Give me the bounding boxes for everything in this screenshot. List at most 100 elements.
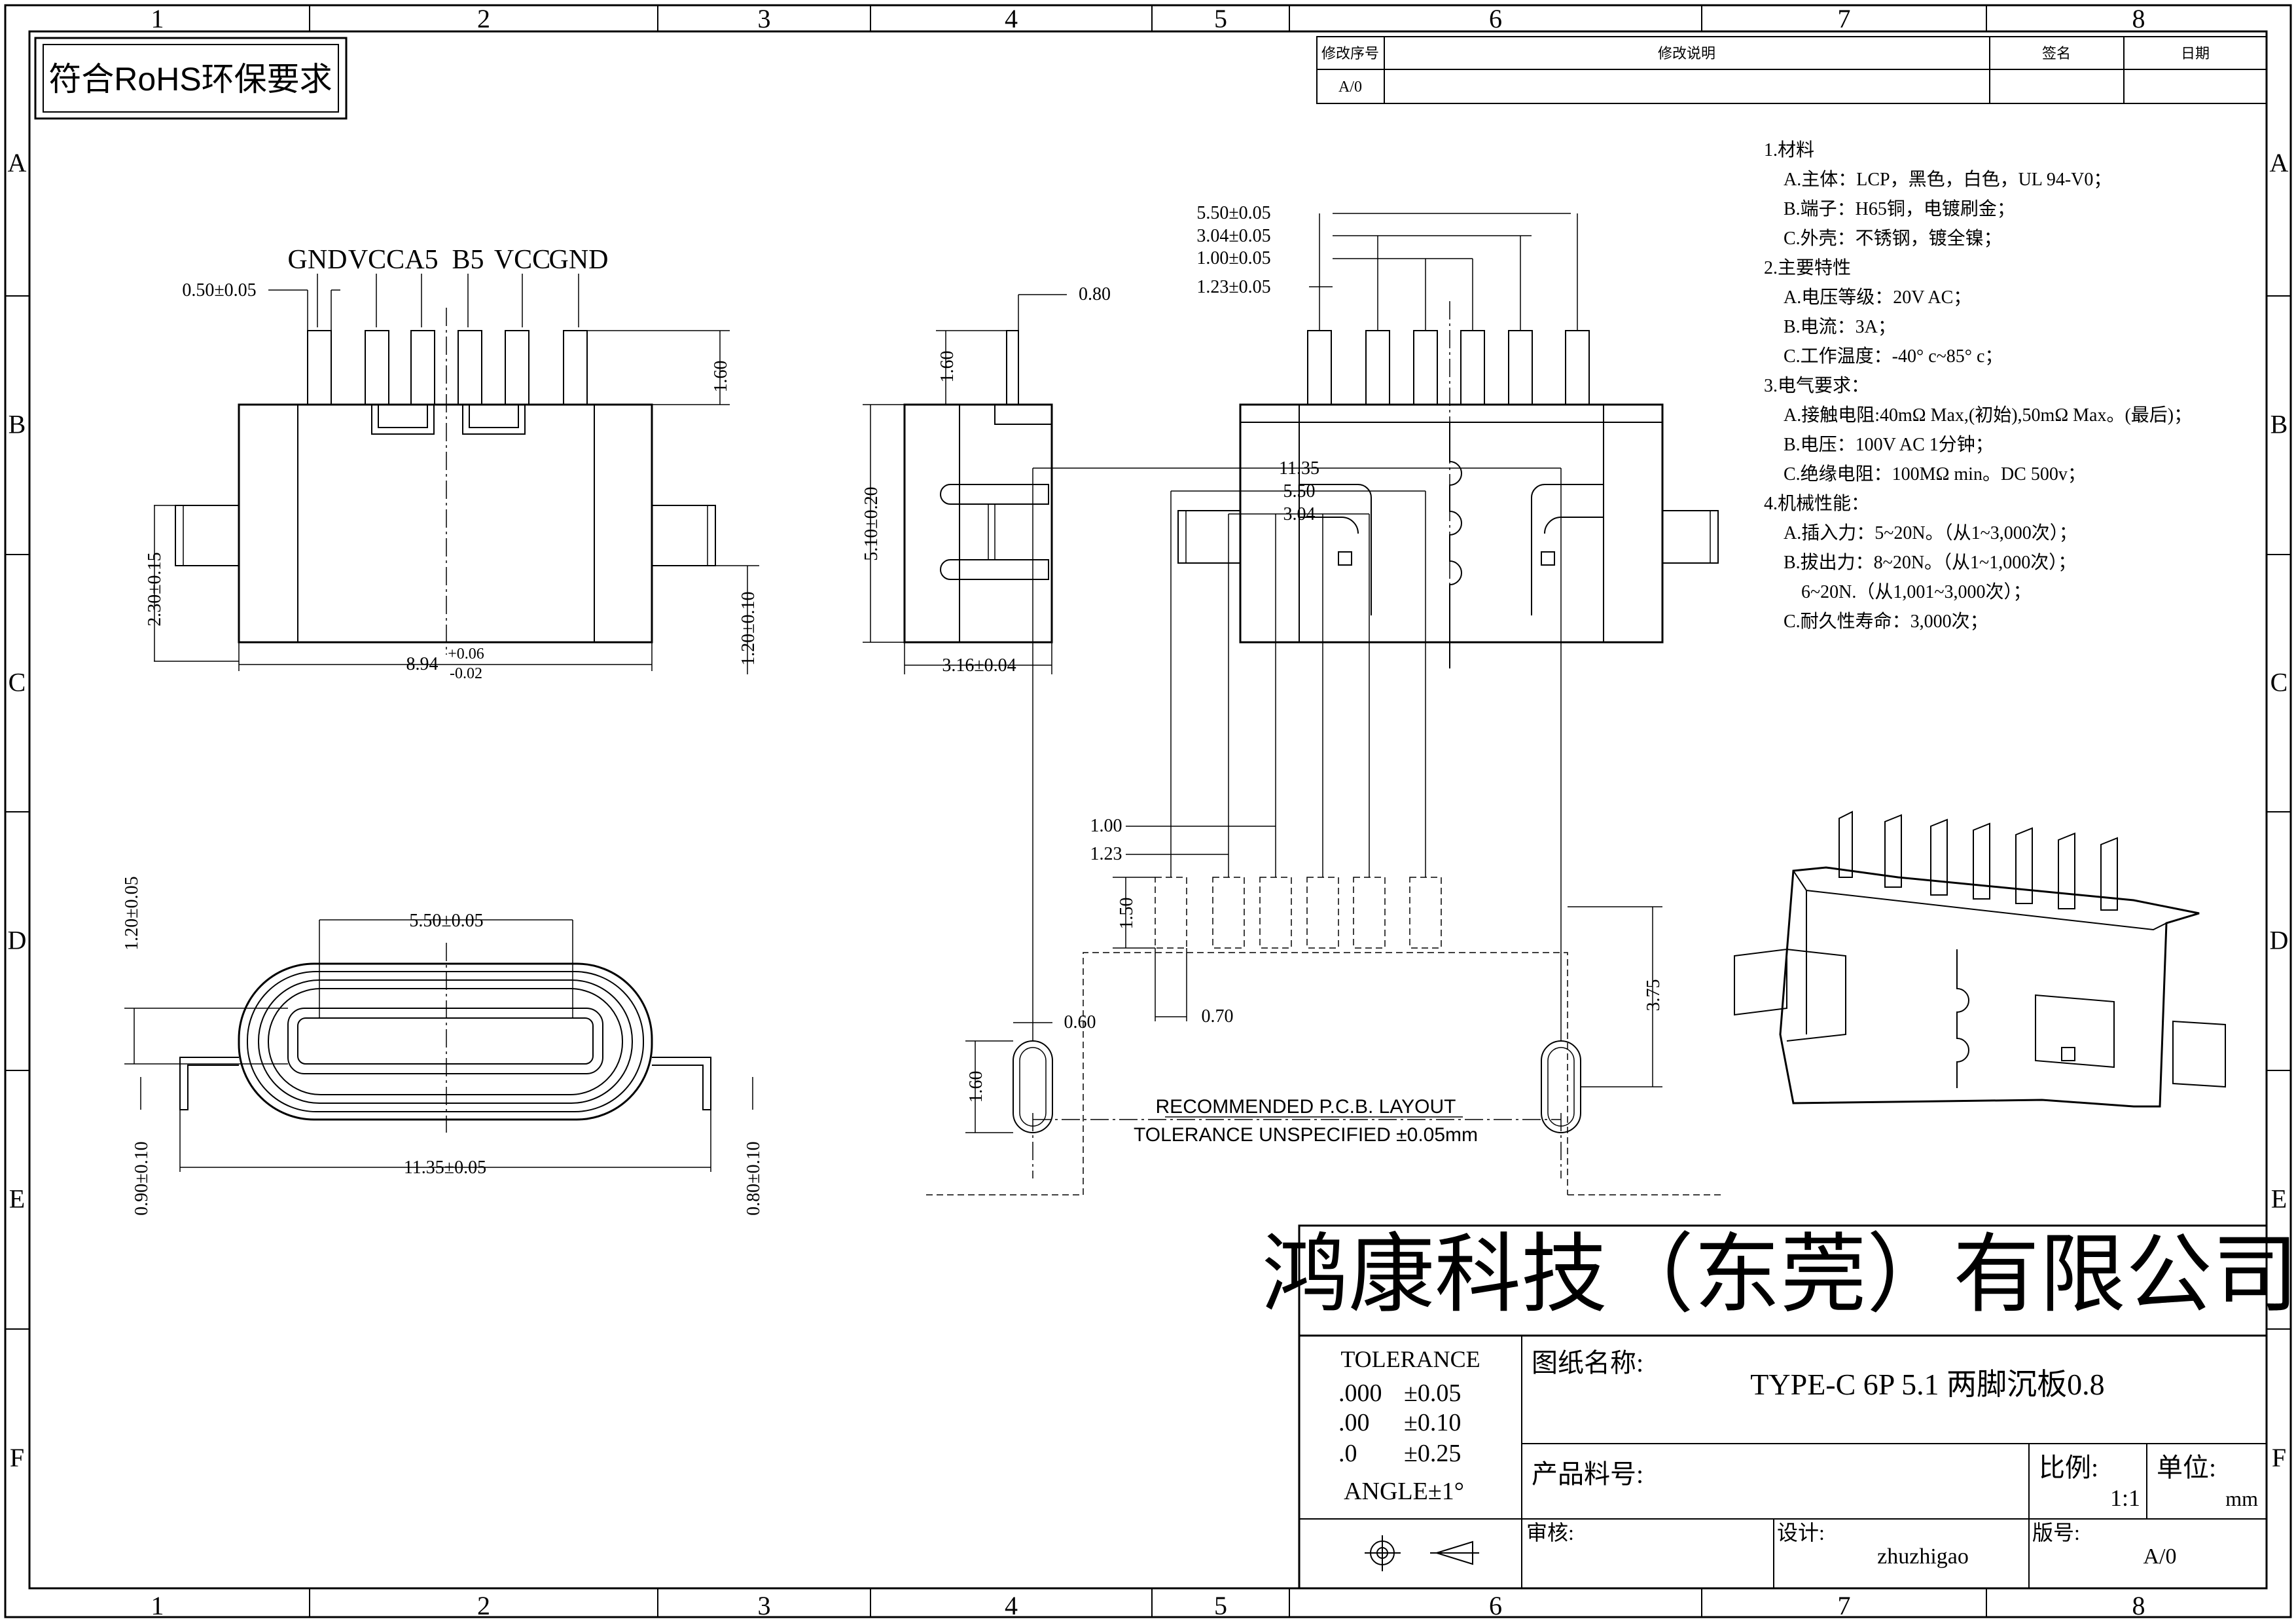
zone-row-right: F (2272, 1443, 2286, 1472)
pcb-dim-pad-height: 1.50 (1117, 898, 1137, 930)
dim-end-height: 1.20±0.05 (122, 876, 142, 950)
note-line: 1.材料 (1764, 139, 1814, 160)
note-line: A.主体：LCP，黑色，白色，UL 94-V0； (1784, 169, 2111, 190)
angle-tolerance: ANGLE±1° (1344, 1478, 1464, 1505)
zone-col-top: 4 (1005, 4, 1018, 33)
rev-header-sign: 签名 (2042, 45, 2071, 62)
pcb-dim-depth: 3.75 (1643, 979, 1664, 1012)
pin-label-gnd-1: GND (288, 245, 348, 275)
zone-row-right: B (2270, 410, 2288, 439)
zone-row-left: E (9, 1184, 25, 1214)
side-view: 0.80 1.60 5.10±0.20 3.16±0.04 (861, 284, 1111, 676)
rev-header-date: 日期 (2181, 45, 2210, 62)
part-no-label: 产品料号: (1532, 1459, 1643, 1489)
note-line: 3.电气要求： (1764, 375, 1869, 396)
rev-header-desc: 修改说明 (1658, 45, 1715, 62)
tol-key-1: .000 (1338, 1379, 1382, 1407)
rev-header-no: 修改序号 (1321, 45, 1379, 62)
dim-top-pitch: 1.00±0.05 (1196, 248, 1270, 268)
note-line: 6~20N.（从1,001~3,000次）； (1801, 581, 2032, 602)
zone-col-top: 8 (2132, 4, 2145, 33)
scale-value: 1:1 (2110, 1485, 2140, 1511)
version-label: 版号: (2032, 1521, 2080, 1544)
zone-col-bottom: 3 (758, 1591, 771, 1620)
dim-tab-offset: 1.20±0.10 (738, 591, 759, 665)
title-block: 鸿康科技（东莞）有限公司 TOLERANCE .000 ±0.05 .00 ±0… (1262, 1224, 2296, 1590)
dim-top-inner: 3.04±0.05 (1196, 226, 1270, 246)
tol-val-2: ±0.10 (1404, 1409, 1461, 1436)
isometric-view (1734, 811, 2226, 1108)
dim-top-pitch2: 1.23±0.05 (1196, 277, 1270, 297)
zone-row-left: C (9, 668, 26, 697)
pin-label-vcc-1: VCC (348, 245, 404, 275)
zone-row-right: D (2270, 926, 2289, 955)
dim-side-depth: 3.16±0.04 (942, 655, 1016, 676)
tol-val-3: ±0.25 (1404, 1440, 1461, 1467)
pcb-dim-slot-height: 1.60 (966, 1071, 986, 1103)
note-line: C.工作温度：-40° c~85° c； (1784, 346, 2003, 367)
tolerance-title: TOLERANCE (1340, 1346, 1480, 1372)
note-line: B.拔出力：8~20N。（从1~1,000次）； (1784, 552, 2076, 573)
zone-row-left: A (8, 148, 27, 177)
rohs-text: 符合RoHS环保要求 (48, 61, 332, 98)
note-line: B.端子：H65铜，电镀刷金； (1784, 198, 2015, 219)
pcb-dim-pad-width: 0.70 (1202, 1006, 1234, 1027)
drawing-name-label: 图纸名称: (1532, 1348, 1643, 1377)
zone-col-top: 3 (758, 4, 771, 33)
dim-pin-height: 1.60 (711, 361, 731, 393)
dim-side-pin-height: 1.60 (937, 351, 958, 383)
pcb-dim-pitch2: 1.23 (1090, 844, 1122, 864)
dim-body-width: 8.94 (406, 654, 439, 674)
revision-table: 修改序号 修改说明 签名 日期 A/0 (1316, 36, 2267, 104)
dim-end-leg-right: 0.80±0.10 (744, 1141, 764, 1215)
pin-label-b5: B5 (452, 245, 484, 275)
drawing-name: TYPE-C 6P 5.1 两脚沉板0.8 (1750, 1368, 2104, 1401)
zone-col-bottom: 8 (2132, 1591, 2145, 1620)
tol-val-1: ±0.05 (1404, 1379, 1461, 1407)
zone-row-left: B (9, 410, 26, 439)
note-line: B.电压：100V AC 1分钟； (1784, 434, 1994, 455)
pcb-dim-pitch: 1.00 (1090, 816, 1122, 836)
scale-label: 比例: (2039, 1453, 2098, 1482)
unit-value: mm (2225, 1487, 2258, 1510)
pcb-dim-overall: 11.35 (1279, 458, 1319, 479)
dim-end-inner: 5.50±0.05 (409, 911, 483, 931)
pcb-dim-outer: 5.50 (1283, 481, 1316, 501)
pin-label-gnd-2: GND (549, 245, 609, 275)
unit-label: 单位: (2157, 1453, 2216, 1482)
end-view: 5.50±0.05 1.20±0.05 11.35±0.05 0.90±0.10… (122, 876, 764, 1215)
top-view: 5.50±0.05 3.04±0.05 1.00±0.05 1.23±0.05 (1177, 203, 1719, 668)
technical-notes: 1.材料 A.主体：LCP，黑色，白色，UL 94-V0； B.端子：H65铜，电镀… (1764, 139, 2192, 632)
note-line: A.插入力：5~20N。（从1~3,000次）； (1784, 522, 2077, 543)
pcb-note-tolerance: TOLERANCE UNSPECIFIED ±0.05mm (1134, 1124, 1478, 1146)
tol-key-2: .00 (1338, 1409, 1370, 1436)
dim-body-width-minus: -0.02 (450, 665, 482, 682)
note-line: A.电压等级：20V AC； (1784, 287, 1971, 308)
projection-symbol (1365, 1535, 1479, 1571)
pin-label-vcc-2: VCC (494, 245, 550, 275)
zone-row-right: C (2270, 668, 2288, 697)
zone-col-bottom: 2 (477, 1591, 490, 1620)
rev-value: A/0 (1338, 79, 1362, 96)
note-line: C.耐久性寿命：3,000次； (1784, 611, 1988, 632)
zone-col-top: 6 (1489, 4, 1502, 33)
version-value: A/0 (2144, 1544, 2177, 1569)
zone-row-left: D (8, 926, 27, 955)
zone-row-right: A (2270, 148, 2289, 177)
zone-row-left: F (10, 1443, 24, 1472)
zone-col-bottom: 1 (151, 1591, 164, 1620)
zone-col-top: 7 (1838, 4, 1851, 33)
zone-col-bottom: 4 (1005, 1591, 1018, 1620)
pcb-layout: 11.35 5.50 3.04 1.00 1.23 1.50 0.60 0.70… (926, 458, 1721, 1195)
dim-top-outer: 5.50±0.05 (1196, 203, 1270, 223)
review-label: 审核: (1526, 1521, 1574, 1544)
zone-row-right: E (2271, 1184, 2287, 1214)
dim-side-height: 5.10±0.20 (861, 486, 882, 560)
zone-col-bottom: 5 (1214, 1591, 1227, 1620)
pin-label-a5: A5 (404, 245, 438, 275)
rohs-badge: 符合RoHS环保要求 (34, 37, 348, 120)
note-line: 4.机械性能： (1764, 493, 1869, 514)
pcb-note-title: RECOMMENDED P.C.B. LAYOUT (1156, 1096, 1456, 1118)
